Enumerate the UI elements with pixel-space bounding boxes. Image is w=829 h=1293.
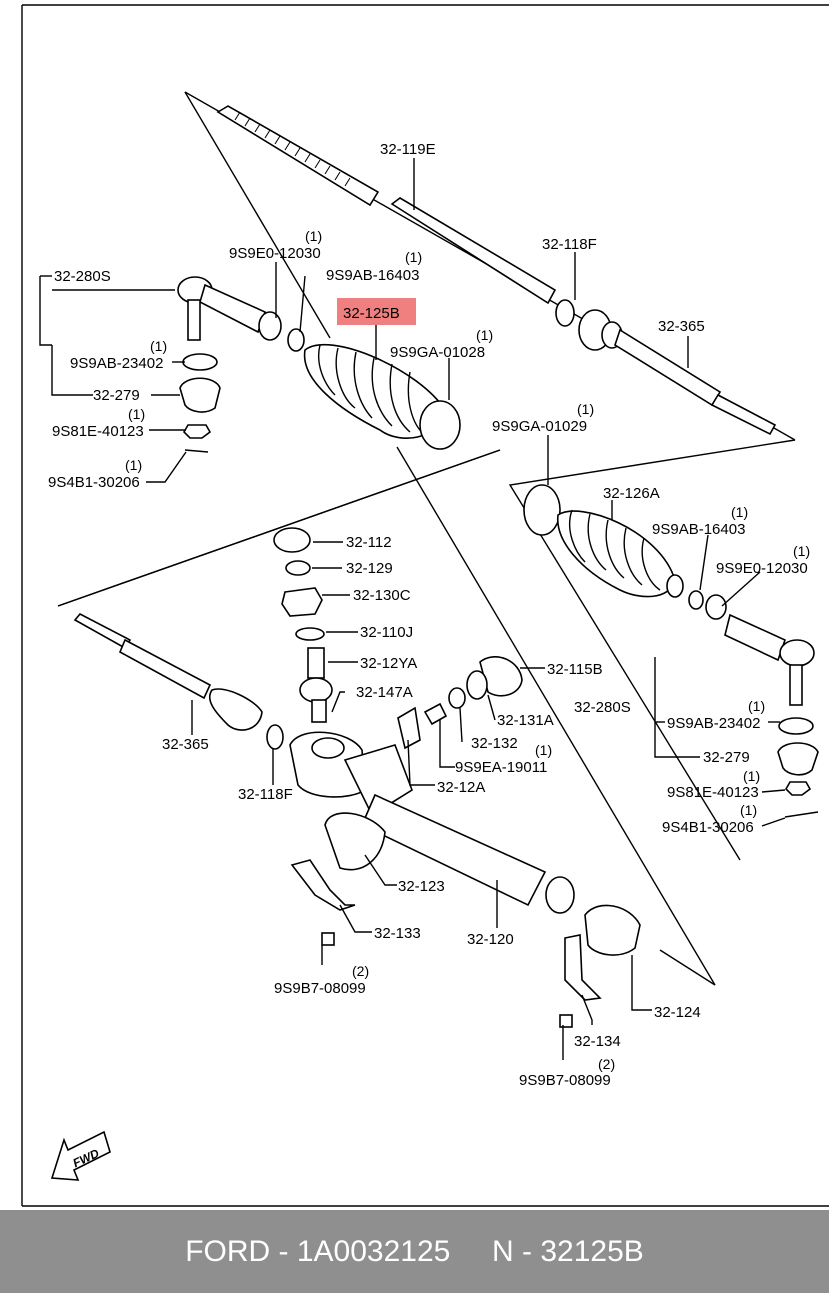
label-9S81E-40123-left: 9S81E-40123 (52, 423, 144, 440)
label-32-280S-left: 32-280S (54, 268, 111, 285)
label-32-132: 32-132 (471, 735, 518, 752)
label-9S9AB-23402-right: 9S9AB-23402 (667, 715, 760, 732)
qty-9S4B1-30206-left: (1) (125, 457, 142, 473)
label-32-112: 32-112 (346, 534, 392, 551)
inner-rack-rod (216, 105, 557, 305)
tie-rod-lower (73, 612, 284, 750)
label-9S9GA-01029: 9S9GA-01029 (492, 418, 587, 435)
label-9S9B7-08099-right: 9S9B7-08099 (519, 1072, 611, 1089)
qty-9S9AB-23402-right: (1) (748, 698, 765, 714)
qty-9S9AB-16403-right: (1) (731, 504, 748, 520)
boot-left (287, 328, 461, 450)
qty-9S9GA-01028: (1) (476, 327, 493, 343)
part-labels: 32-119E 32-118F 32-365 (1) 9S9E0-12030 (… (48, 141, 810, 1089)
qty-9S81E-40123-right: (1) (743, 768, 760, 784)
qty-9S9E0-12030-left: (1) (305, 228, 322, 244)
label-32-115B: 32-115B (547, 661, 603, 678)
label-9S9AB-16403-left: 9S9AB-16403 (326, 267, 419, 284)
label-32-123: 32-123 (398, 878, 445, 895)
label-32-280S-right: 32-280S (574, 699, 631, 716)
label-9S9B7-08099-left: 9S9B7-08099 (274, 980, 366, 997)
boot-right (523, 484, 727, 620)
label-9S9AB-16403-right: 9S9AB-16403 (652, 521, 745, 538)
parts-diagram: 32-119E 32-118F 32-365 (1) 9S9E0-12030 (… (21, 4, 829, 1207)
leader-lines (39, 158, 786, 1060)
qty-9S9E0-12030-right: (1) (793, 543, 810, 559)
qty-9S4B1-30206-right: (1) (740, 802, 757, 818)
pinion-parts (273, 527, 333, 723)
label-32-110J: 32-110J (360, 624, 413, 641)
label-32-279-left: 32-279 (93, 387, 140, 404)
tie-rod-upper (555, 299, 777, 436)
frame (21, 4, 829, 1207)
label-32-120: 32-120 (467, 931, 514, 948)
label-9S4B1-30206-left: 9S4B1-30206 (48, 474, 140, 491)
footer-brand: FORD (185, 1234, 271, 1268)
label-9S81E-40123-right: 9S81E-40123 (667, 784, 759, 801)
label-32-279-right: 32-279 (703, 749, 750, 766)
footer-part-number: 1A0032125 (296, 1234, 451, 1268)
label-32-12A: 32-12A (437, 779, 485, 796)
label-32-133: 32-133 (374, 925, 421, 942)
tie-rod-end-right (724, 613, 819, 818)
qty-9S81E-40123-left: (1) (128, 406, 145, 422)
label-32-124: 32-124 (654, 1004, 701, 1021)
label-32-118F-upper: 32-118F (542, 236, 597, 253)
label-32-129: 32-129 (346, 560, 393, 577)
qty-9S9AB-16403-left: (1) (405, 249, 422, 265)
fwd-arrow-icon: FWD (50, 1130, 111, 1181)
brackets (290, 812, 641, 1028)
qty-9S9EA-19011: (1) (535, 742, 552, 758)
label-32-12YA: 32-12YA (360, 655, 417, 672)
qty-9S9AB-23402-left: (1) (150, 338, 167, 354)
label-32-118F-lower: 32-118F (238, 786, 293, 803)
label-32-147A: 32-147A (356, 684, 413, 701)
highlight-box (337, 298, 416, 325)
label-9S9E0-12030-right: 9S9E0-12030 (716, 560, 808, 577)
footer-sep: - (270, 1234, 297, 1268)
label-32-119E: 32-119E (380, 141, 436, 158)
label-32-125B: 32-125B (343, 305, 400, 322)
rack-housing (289, 706, 575, 914)
footer-gap (450, 1235, 492, 1269)
qty-9S9GA-01029: (1) (577, 401, 594, 417)
label-32-130C: 32-130C (353, 587, 411, 604)
seals (423, 656, 523, 726)
label-32-126A: 32-126A (603, 485, 660, 502)
label-9S4B1-30206-right: 9S4B1-30206 (662, 819, 754, 836)
label-9S9GA-01028: 9S9GA-01028 (390, 344, 485, 361)
qty-9S9B7-08099-left: (2) (352, 963, 369, 979)
footer-bar: FORD - 1A0032125 N - 32125B (0, 1210, 829, 1293)
tie-rod-end-left (177, 276, 282, 453)
label-32-365-upper: 32-365 (658, 318, 705, 335)
label-9S9AB-23402-left: 9S9AB-23402 (70, 355, 163, 372)
label-32-134: 32-134 (574, 1033, 621, 1050)
footer-ref-number: N - 32125B (492, 1234, 644, 1268)
qty-9S9B7-08099-right: (2) (598, 1056, 615, 1072)
label-32-131A: 32-131A (497, 712, 554, 729)
label-9S9EA-19011: 9S9EA-19011 (455, 759, 547, 776)
label-9S9E0-12030-left: 9S9E0-12030 (229, 245, 321, 262)
label-32-365-lower: 32-365 (162, 736, 209, 753)
